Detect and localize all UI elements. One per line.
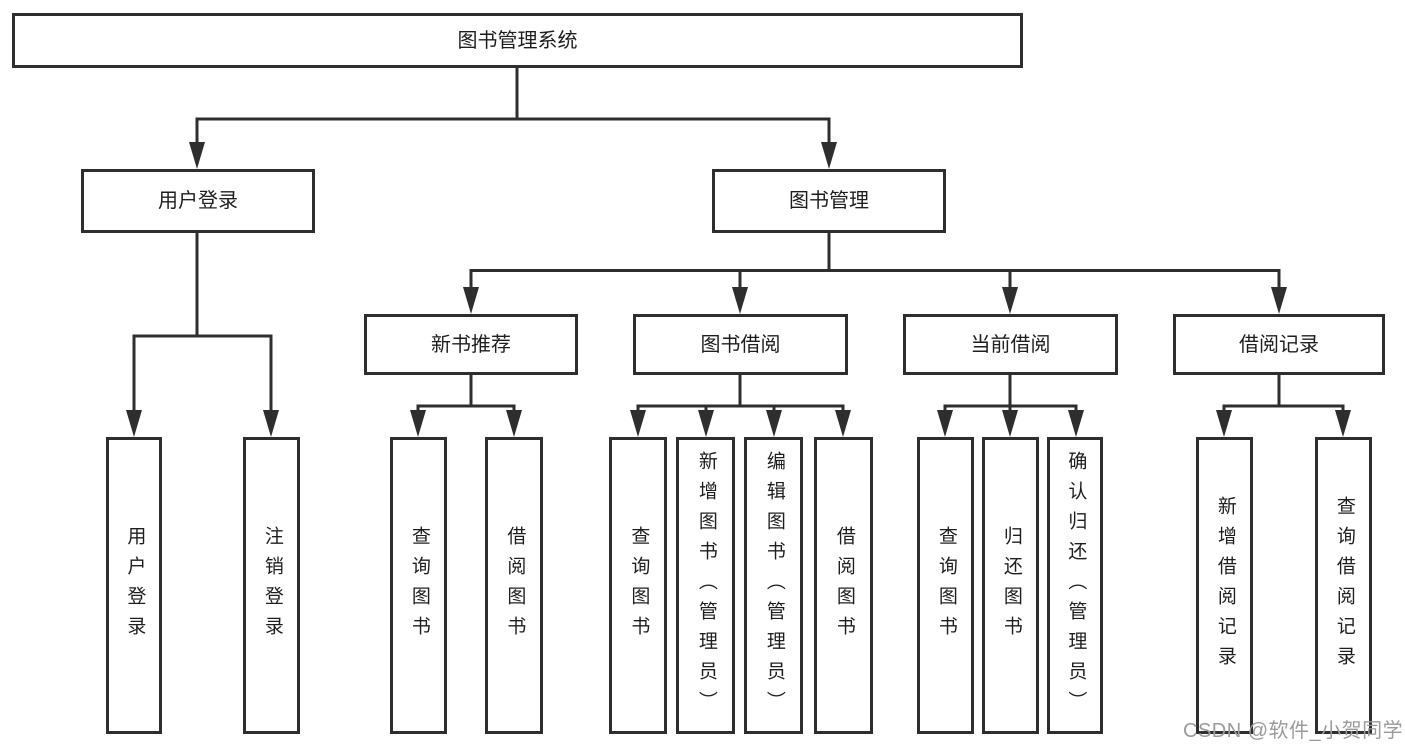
- node-borrowing-records: 借阅记录: [1173, 314, 1385, 375]
- leaf-return-book: 归还图书: [982, 437, 1039, 734]
- leaf-query-books-recommendation: 查询图书: [390, 437, 447, 734]
- leaf-confirm-return-admin: 确认归还（管理员）: [1047, 437, 1103, 734]
- node-book-management: 图书管理: [712, 169, 946, 233]
- node-new-book-recommendation: 新书推荐: [364, 314, 578, 375]
- leaf-borrow-books-recommendation: 借阅图书: [485, 437, 543, 734]
- csdn-watermark: CSDN @软件_小贺同学: [1183, 720, 1404, 742]
- leaf-query-books-borrowing: 查询图书: [609, 437, 667, 734]
- leaf-query-borrow-record: 查询借阅记录: [1315, 437, 1372, 734]
- leaf-add-borrow-record: 新增借阅记录: [1196, 437, 1253, 734]
- leaf-add-book-admin: 新增图书（管理员）: [676, 437, 735, 734]
- leaf-query-books-current: 查询图书: [917, 437, 974, 734]
- leaf-user-login: 用户登录: [106, 437, 162, 734]
- node-library-management-system: 图书管理系统: [12, 13, 1023, 68]
- leaf-logout: 注销登录: [243, 437, 300, 734]
- leaf-borrow-books: 借阅图书: [814, 437, 873, 734]
- node-user-login: 用户登录: [81, 169, 315, 233]
- node-current-borrowing: 当前借阅: [903, 314, 1118, 375]
- leaf-edit-book-admin: 编辑图书（管理员）: [744, 437, 803, 734]
- node-book-borrowing: 图书借阅: [633, 314, 848, 375]
